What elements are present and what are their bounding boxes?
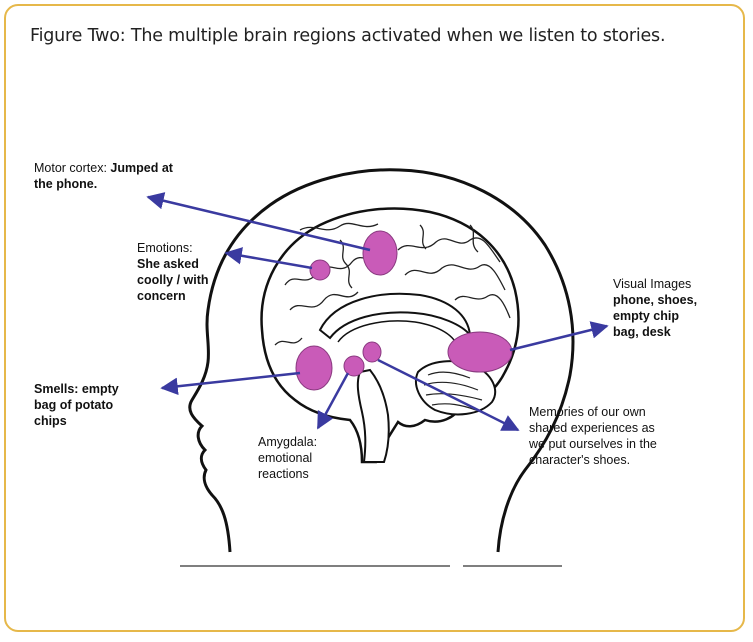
label-memories-line4: character's shoes. [529,453,631,467]
label-memories-line3: we put ourselves in the [529,437,657,451]
label-motor-cortex-line1b: Jumped at [110,161,173,175]
arrow-amygdala [316,372,350,430]
inner-arc [337,320,459,349]
arrow-emotions [224,247,313,270]
label-visual-line1: Visual Images [613,277,692,291]
region-visual [447,331,513,373]
label-amygdala-line3: reactions [258,467,309,481]
label-memories-line1: Memories of our own [529,405,646,419]
region-smell [295,345,333,391]
arrow-smells [160,371,301,395]
label-emotions: Emotions: She asked coolly / with concer… [137,240,209,304]
region-motor-cortex [362,230,398,276]
label-motor-cortex: Motor cortex: Jumped at the phone. [34,160,173,192]
label-emotions-line3: coolly / with [137,273,209,287]
figure-caption: Figure Two: The multiple brain regions a… [30,26,666,46]
label-visual-line3: empty chip [613,309,679,323]
region-memories [362,341,382,363]
arrow-memories [377,358,520,432]
region-emotions [309,259,331,281]
label-memories: Memories of our own shared experiences a… [529,404,657,468]
label-visual-line4: bag, desk [613,325,671,339]
label-smells-line3: chips [34,414,67,428]
label-emotions-line2: She asked [137,257,199,271]
label-visual-line2: phone, shoes, [613,293,698,307]
label-visual-images: Visual Images phone, shoes, empty chip b… [613,276,697,340]
label-smells-line2: bag of potato [34,398,114,412]
label-smells: Smells: empty bag of potato chips [34,381,119,429]
label-memories-line2: shared experiences as [529,421,655,435]
label-smells-line1: Smells: empty [34,382,119,396]
label-amygdala-line1: Amygdala: [258,435,318,449]
label-amygdala: Amygdala: emotional reactions [258,434,317,482]
region-amygdala [343,355,365,377]
label-emotions-line1: Emotions: [137,241,193,255]
arrow-motor-cortex [146,192,371,252]
arrow-visual [509,321,609,352]
label-amygdala-line2: emotional [258,451,313,465]
label-emotions-line4: concern [137,289,186,303]
label-motor-cortex-line2: the phone. [34,177,98,191]
brainstem [356,368,390,463]
label-motor-cortex-line1a: Motor cortex: [34,161,111,175]
